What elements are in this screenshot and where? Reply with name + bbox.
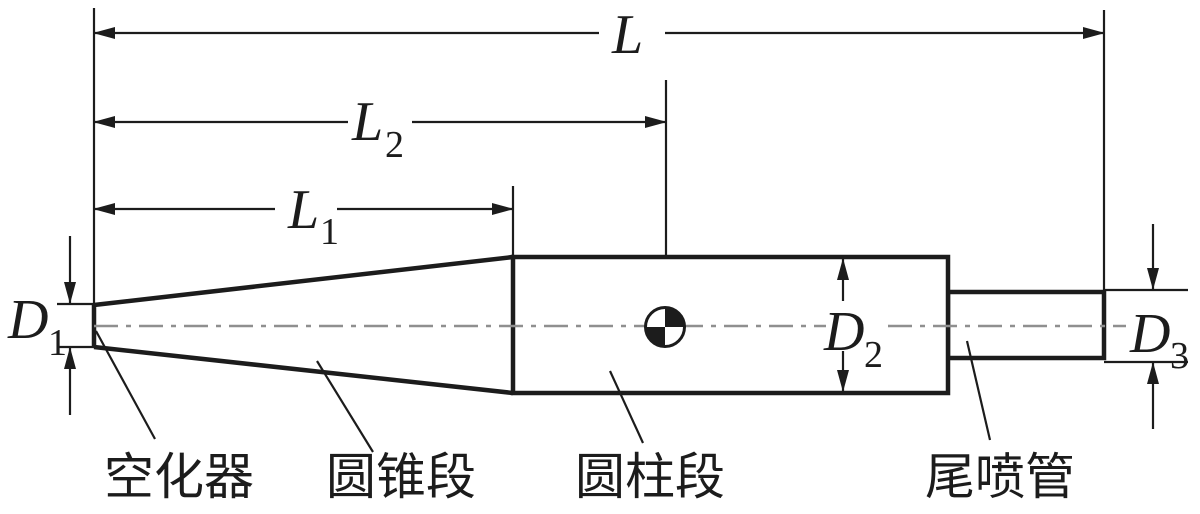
dim-label-D1-subscript: 1 <box>48 322 67 364</box>
center-of-mass-icon <box>644 306 686 348</box>
dim-label-L1: L <box>287 179 319 241</box>
dim-label-D2-subscript: 2 <box>864 334 883 376</box>
part-label-tail-nozzle: 尾喷管 <box>925 449 1075 505</box>
part-label-cavitator: 空化器 <box>104 449 254 505</box>
part-label-cylinder-section: 圆柱段 <box>575 449 725 505</box>
leader-line-cylinder-section <box>609 370 644 444</box>
part-label-cone-section: 圆锥段 <box>326 449 476 505</box>
dim-label-L: L <box>611 4 643 66</box>
leader-line-cavitator <box>95 330 156 440</box>
dim-label-L1-subscript: 1 <box>320 211 339 253</box>
dim-label-L2-subscript: 2 <box>385 124 404 166</box>
dim-label-L2: L <box>351 91 383 153</box>
leader-line-cone-section <box>316 360 374 453</box>
leader-line-tail-nozzle <box>965 340 992 441</box>
dim-label-D3-subscript: 3 <box>1170 335 1189 377</box>
dim-label-D1: D <box>7 289 48 351</box>
dim-label-D2: D <box>823 301 864 363</box>
dim-label-D3: D <box>1129 303 1170 365</box>
